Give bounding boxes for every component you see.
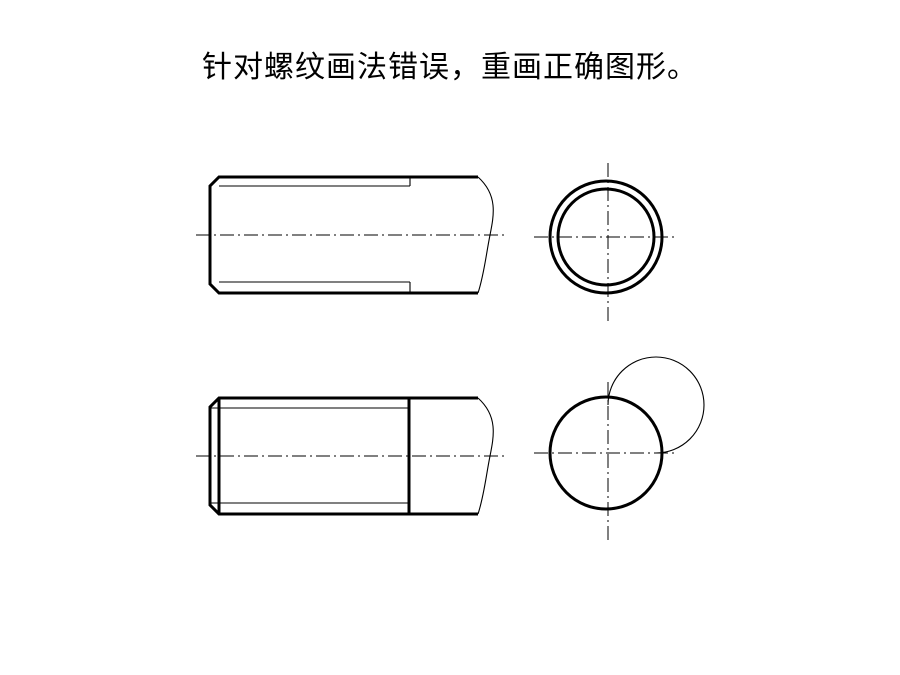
correct-thread-end-view bbox=[534, 356, 705, 542]
correct-minor-diameter-arc bbox=[607, 356, 705, 454]
incorrect-thread-side-view bbox=[196, 175, 508, 295]
correct-thread-side-view bbox=[196, 396, 508, 516]
incorrect-thread-end-view bbox=[534, 163, 678, 323]
page-title: 针对螺纹画法错误，重画正确图形。 bbox=[202, 50, 698, 85]
